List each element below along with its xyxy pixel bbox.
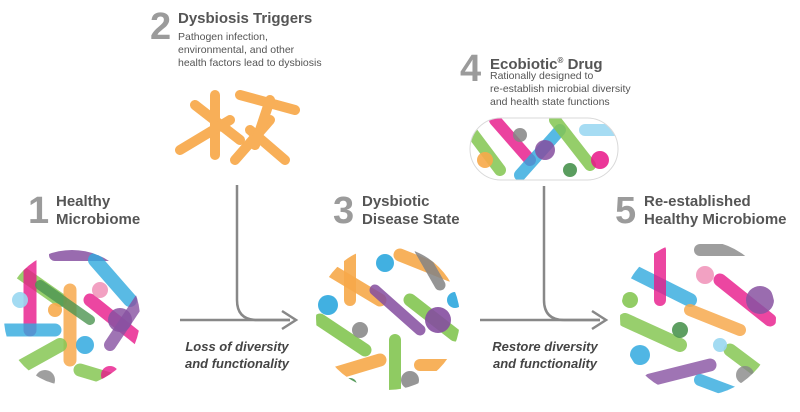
step-1-title-line: Microbiome (56, 211, 141, 228)
step-2-desc-line: health factors lead to dysbiosis (178, 57, 322, 69)
registered-mark: ® (557, 56, 564, 65)
step-4-title-suffix: Drug (563, 56, 603, 73)
step-2-desc-line: Pathogen infection, (178, 31, 268, 43)
step-3-number: 3 (333, 190, 355, 232)
restore-caption-line: Restore diversity (492, 339, 598, 354)
loss-arrow (180, 185, 299, 331)
restore-arrow (480, 186, 609, 331)
step-5-title-line: Healthy Microbiome (644, 211, 787, 228)
step-2-desc-line: environmental, and other (178, 44, 295, 56)
restore-caption-line: and functionality (493, 356, 597, 371)
ecobiotic-pill (469, 117, 619, 181)
step-1-title-line: Healthy (56, 193, 111, 210)
step-2-description: Pathogen infection, environmental, and o… (178, 31, 322, 70)
step-5-number: 5 (615, 190, 637, 232)
step-4-title: Ecobiotic® Drug (490, 52, 603, 74)
step-4-number: 4 (460, 48, 482, 90)
step-4-desc-line: Rationally designed to (490, 70, 594, 82)
step-3-title-line: Disease State (362, 211, 460, 228)
loss-caption-line: Loss of diversity (185, 339, 289, 354)
healthy-microbiome-circle (4, 250, 140, 386)
step-1-title: Healthy Microbiome (56, 193, 140, 229)
step-5-title: Re-established Healthy Microbiome (644, 193, 787, 229)
step-2-number: 2 (150, 6, 172, 48)
step-3-title: Dysbiotic Disease State (362, 193, 460, 229)
dysbiosis-trigger-bacteria (175, 90, 300, 165)
step-4-desc-line: and health state functions (490, 96, 610, 108)
reestablished-microbiome-circle (620, 240, 776, 396)
step-4-desc-line: re-establish microbial diversity (490, 83, 631, 95)
step-3-title-line: Dysbiotic (362, 193, 430, 210)
restore-caption: Restore diversity and functionality (470, 338, 620, 372)
loss-caption: Loss of diversity and functionality (162, 338, 312, 372)
step-5-title-line: Re-established (644, 193, 751, 210)
step-4-title-text: Ecobiotic (490, 56, 558, 73)
loss-caption-line: and functionality (185, 356, 289, 371)
step-4-description: Rationally designed to re-establish micr… (490, 70, 631, 109)
step-2-title: Dysbiosis Triggers (178, 10, 313, 27)
step-1-number: 1 (28, 190, 50, 232)
dysbiotic-state-circle (316, 246, 460, 390)
